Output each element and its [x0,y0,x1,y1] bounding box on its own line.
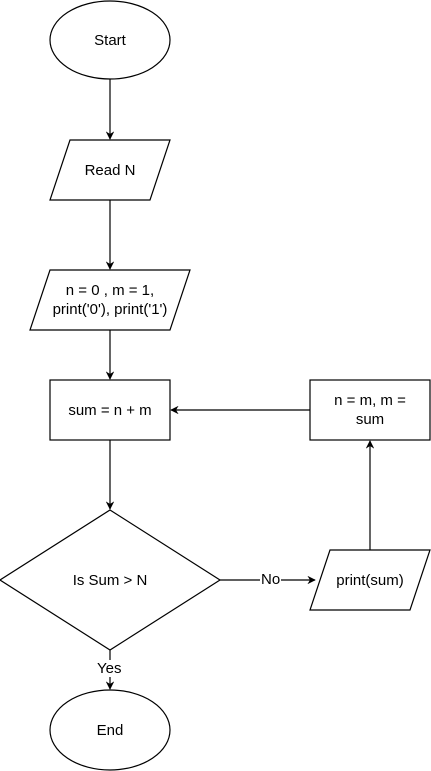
decision-node-label: Is Sum > N [72,571,148,589]
sum-node-label: sum = n + m [68,401,152,419]
init-node-shape [29,269,191,331]
edge-yes-label: Yes [96,660,123,677]
print-sum-node-shape [309,549,431,611]
update-node-label: n = m, m = sum [334,392,406,428]
read-n-node-shape [49,139,171,201]
end-node-label: End [96,721,124,739]
start-node-label: Start [94,31,126,49]
update-node-shape [309,379,431,441]
init-node-label: n = 0 , m = 1, print('0'), print('1') [52,282,168,318]
print-sum-node-label: print(sum) [336,571,404,589]
edge-no-label: No [260,571,282,588]
read-n-node-label: Read N [84,161,136,179]
end-node-shape [49,689,171,771]
